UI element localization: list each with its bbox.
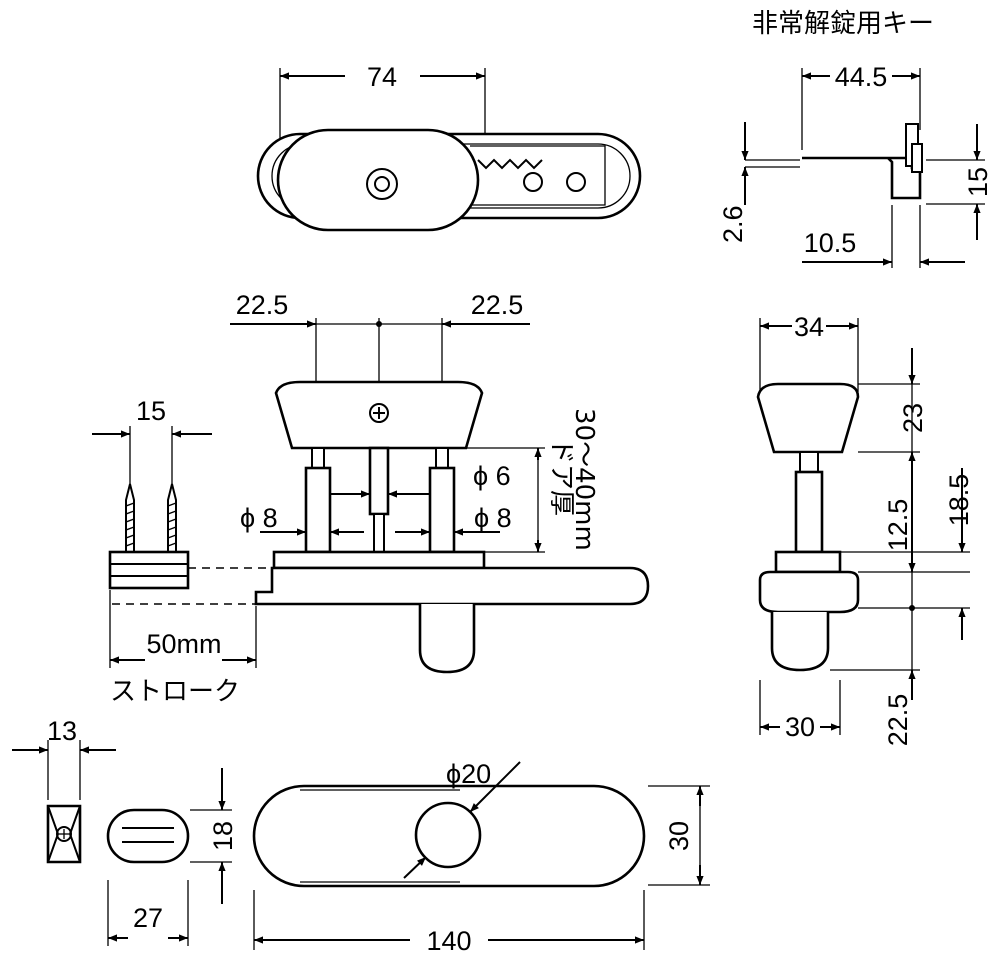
dim-pin-span: 15 (136, 396, 166, 426)
dim-side-bottom: 30 (785, 712, 815, 742)
dim-bot-phi20: ϕ20 (446, 759, 491, 789)
bottom-views: 13 18 27 ϕ20 30 140 (12, 716, 710, 956)
dim-side-h185: 18.5 (944, 474, 974, 527)
side-view: 34 23 12.5 22.5 18.5 30 (756, 312, 974, 747)
dim-bot-140: 140 (426, 926, 471, 956)
dim-spacing-left: 22.5 (236, 290, 289, 320)
dim-stroke-len: 50mm (146, 629, 221, 659)
dim-phi8-right: ϕ 8 (474, 503, 512, 533)
dim-key-offset: 10.5 (804, 228, 857, 258)
dim-spacing-right: 22.5 (471, 290, 524, 320)
dim-side-h23: 23 (898, 403, 928, 433)
dim-key-height: 15 (963, 167, 993, 197)
dim-phi6: ϕ 6 (473, 461, 511, 491)
top-view: 74 (256, 62, 642, 232)
door-range-label: 30～40mm (569, 408, 599, 551)
emergency-key-label: 非常解錠用キー (752, 9, 934, 39)
dim-phi8-left: ϕ 8 (240, 503, 278, 533)
emergency-key-view: 非常解錠用キー 44.5 2.6 15 10.5 (718, 9, 993, 268)
stroke-label: ストローク (110, 677, 240, 707)
dim-key-width: 44.5 (835, 62, 888, 92)
dim-bot-30: 30 (664, 821, 694, 851)
front-view: 22.5 22.5 ϕ 6 ϕ 8 ϕ 8 ドア厚 30～40mm (92, 290, 650, 707)
dim-side-h125: 12.5 (883, 499, 913, 552)
dim-side-width: 34 (794, 312, 824, 342)
dim-top-width: 74 (367, 62, 397, 92)
dim-side-h225: 22.5 (883, 694, 913, 747)
dim-key-thick: 2.6 (718, 205, 748, 243)
dim-bot-13: 13 (47, 716, 77, 746)
door-thickness-label: ドア厚 (546, 438, 576, 516)
dim-bot-27: 27 (133, 903, 163, 933)
dim-bot-18: 18 (208, 821, 238, 851)
